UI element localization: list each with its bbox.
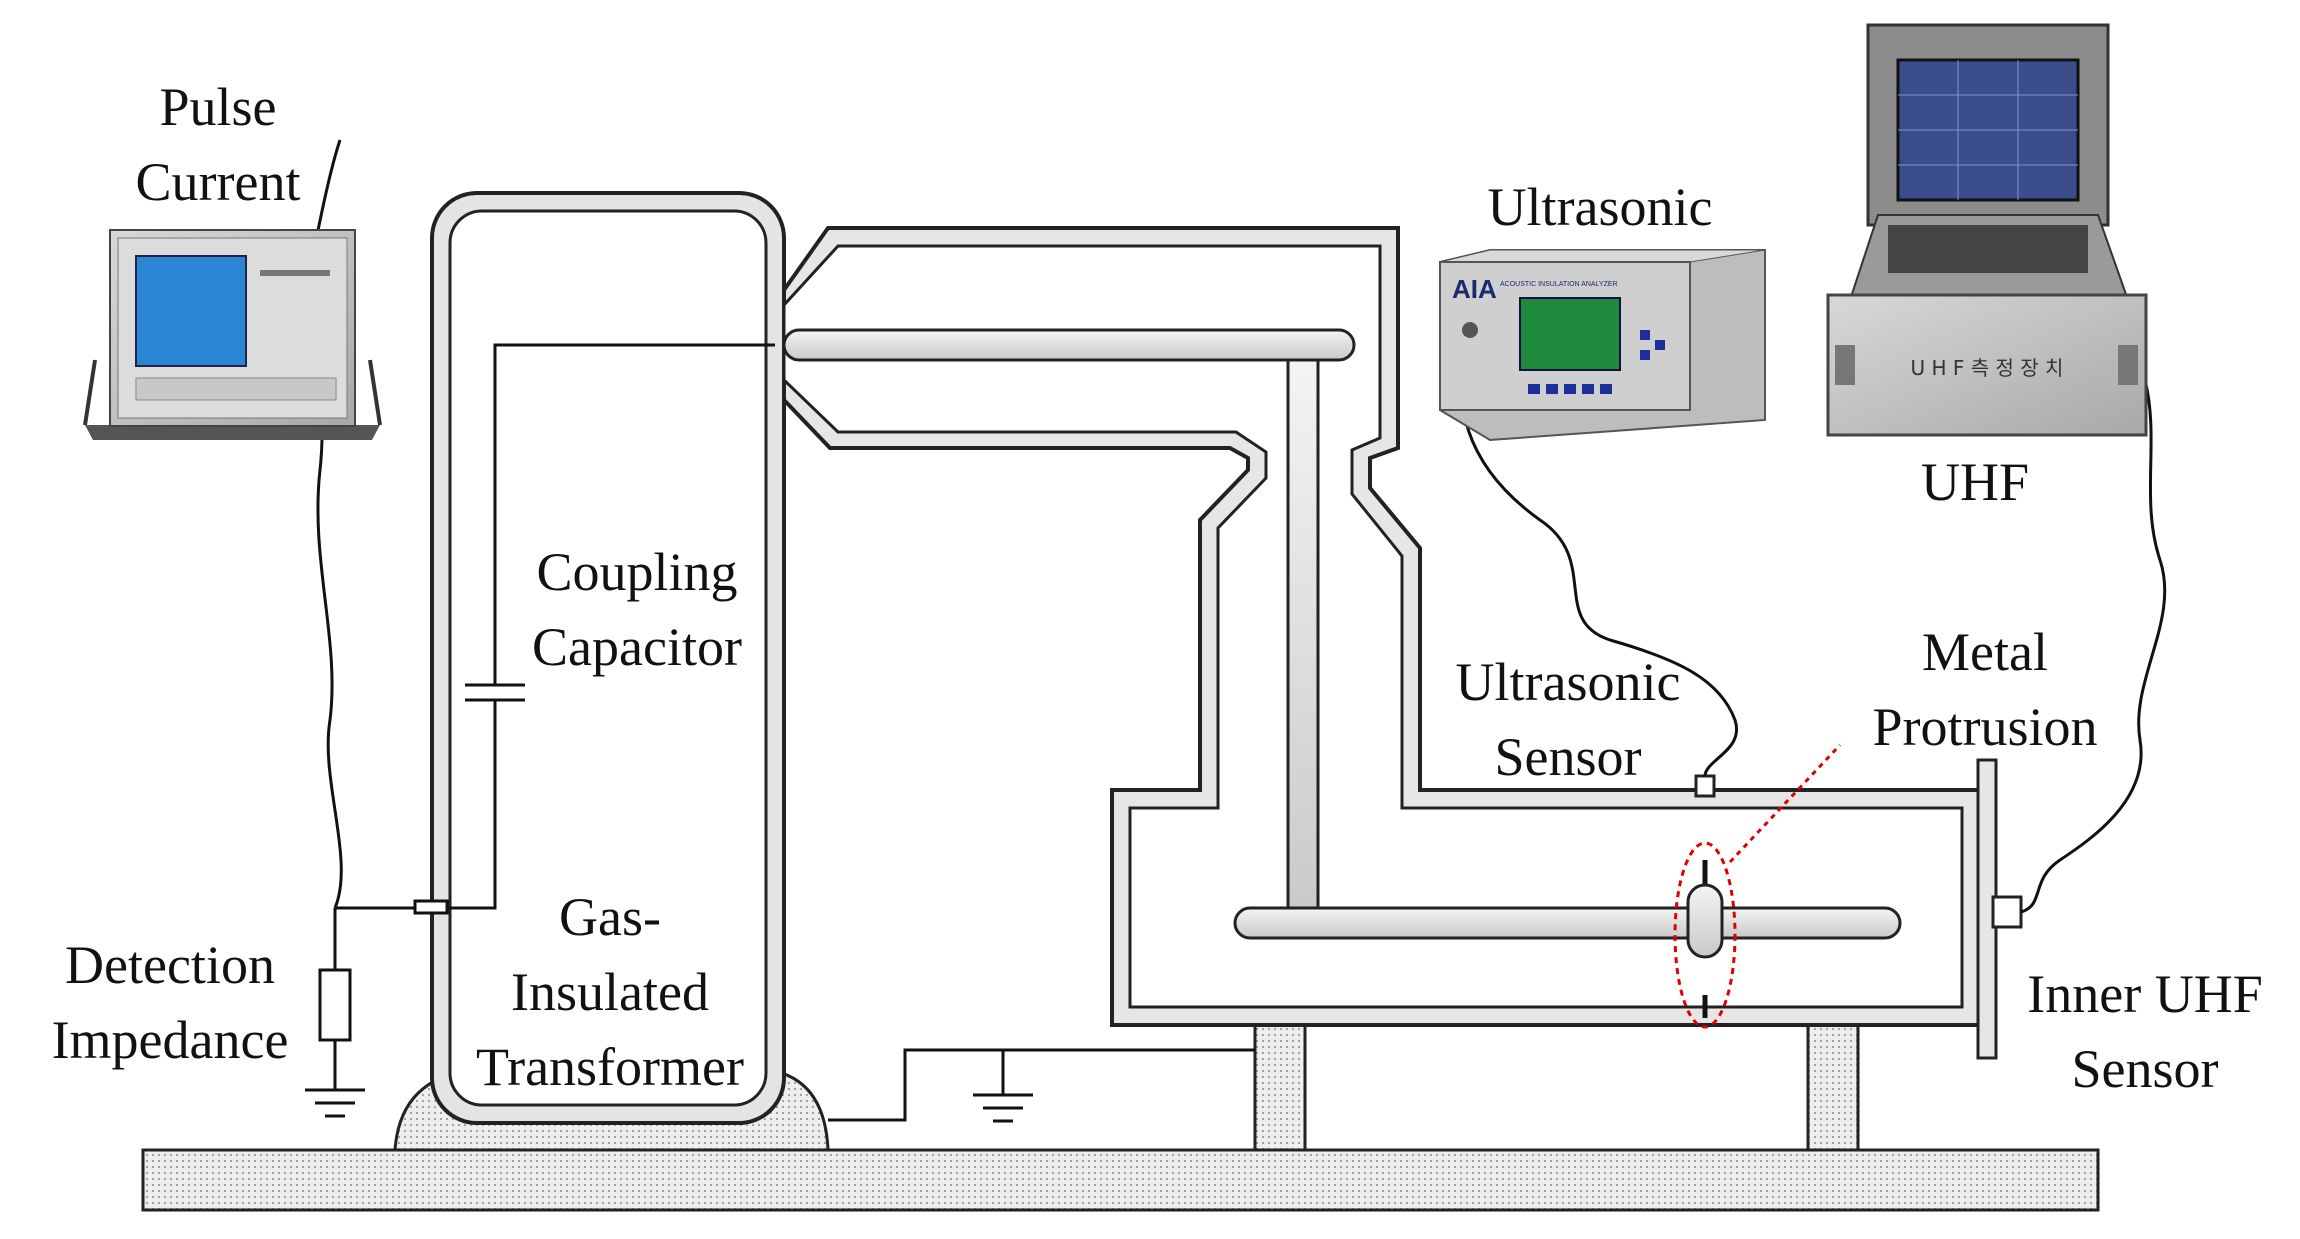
gis-support-left: [1253, 1018, 1307, 1152]
ultrasonic-screen: [1519, 297, 1621, 371]
ground-symbol-icon: [305, 1088, 365, 1118]
pulse-screen: [135, 255, 247, 367]
aia-logo: AIA: [1452, 274, 1497, 304]
aia-header-text: ACOUSTIC INSULATION ANALYZER: [1500, 281, 1618, 288]
label-coupling-capacitor-2: Capacitor: [532, 617, 742, 677]
label-uhf-device: UHF: [1921, 452, 2029, 512]
label-metal-protrusion-2: Protrusion: [1872, 697, 2097, 757]
label-ultrasonic-sensor-1: Ultrasonic: [1456, 652, 1681, 712]
label-git-1: Gas-: [559, 887, 661, 947]
label-metal-protrusion-1: Metal: [1922, 622, 2048, 682]
uhf-instrument: U H F 측 정 장 치: [1826, 23, 2148, 437]
gis-enclosure: [782, 226, 1982, 1027]
label-inner-uhf-sensor-1: Inner UHF: [2027, 964, 2262, 1024]
uhf-cable: [2020, 379, 2167, 914]
protrusion-highlight-ring: [1673, 841, 1737, 1029]
label-git-3: Transformer: [476, 1037, 744, 1097]
label-git-2: Insulated: [511, 962, 709, 1022]
hv-conductor-vertical: [1286, 358, 1320, 922]
ultrasonic-instrument: AIA ACOUSTIC INSULATION ANALYZER: [1439, 249, 1766, 442]
metal-protrusion: [1673, 841, 1737, 1029]
gis-support-right: [1806, 1018, 1860, 1152]
ultrasonic-sensor: [1694, 774, 1716, 798]
gis-ground-lead: [828, 1048, 1255, 1123]
label-pulse-current-1: Pulse: [159, 77, 276, 137]
impedance-symbol-icon: [318, 968, 352, 1042]
hv-conductor-upper: [782, 328, 1356, 362]
ground-base-plate: [141, 1148, 2100, 1212]
uhf-case-text: U H F 측 정 장 치: [1911, 356, 2064, 380]
inner-uhf-sensor: [1991, 895, 2023, 929]
label-ultrasonic-device: Ultrasonic: [1488, 177, 1713, 237]
label-detection-impedance-1: Detection: [65, 935, 275, 995]
transformer-tank-inner: [448, 209, 768, 1107]
label-ultrasonic-sensor-2: Sensor: [1495, 727, 1642, 787]
pulse-current-instrument: [83, 229, 382, 440]
label-pulse-current-2: Current: [136, 152, 301, 212]
label-coupling-capacitor-1: Coupling: [536, 542, 737, 602]
label-inner-uhf-sensor-2: Sensor: [2072, 1039, 2219, 1099]
hv-conductor-lower: [1233, 906, 1902, 940]
ultrasonic-cable: [1459, 314, 1739, 777]
protrusion-pointer-line: [1728, 743, 1842, 864]
label-detection-impedance-2: Impedance: [52, 1010, 289, 1070]
